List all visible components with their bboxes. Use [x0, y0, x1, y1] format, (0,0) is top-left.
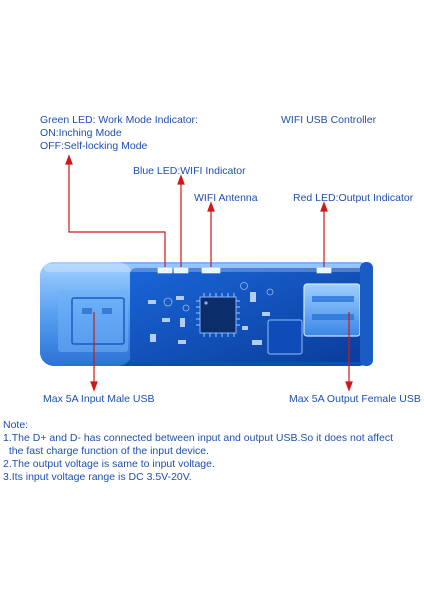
blue-led-label: Blue LED:WIFI Indicator	[133, 165, 246, 177]
notes-title: Note:	[3, 419, 29, 431]
input-usb-label: Max 5A Input Male USB	[43, 393, 155, 405]
microcontroller-chip	[199, 296, 237, 334]
green-led-title: Green LED: Work Mode Indicator:	[40, 114, 198, 126]
output-usb-label: Max 5A Output Female USB	[289, 393, 421, 405]
note-line-2: 2.The output voltage is same to input vo…	[3, 458, 215, 470]
green-led-on-mode: ON:Inching Mode	[40, 127, 122, 139]
male-usb-plug	[71, 297, 125, 345]
female-usb-port	[303, 283, 361, 337]
relay-module	[267, 319, 303, 355]
callout-lines	[65, 154, 353, 392]
note-line-3: 3.Its input voltage range is DC 3.5V-20V…	[3, 471, 192, 483]
note-line-1: 1.The D+ and D- has connected between in…	[3, 432, 394, 444]
blue-led	[173, 267, 189, 274]
red-led	[316, 267, 332, 274]
wifi-usb-controller-title: WIFI USB Controller	[281, 114, 377, 126]
green-led-off-mode: OFF:Self-locking Mode	[40, 140, 148, 152]
usb-device-body	[40, 262, 373, 366]
red-led-label: Red LED:Output Indicator	[293, 192, 414, 204]
green-led	[157, 267, 173, 274]
callout-green-led	[68, 162, 166, 267]
note-line-1-continued: the fast charge function of the input de…	[3, 445, 210, 457]
wifi-antenna	[201, 267, 221, 274]
wifi-antenna-label: WIFI Antenna	[194, 192, 258, 204]
